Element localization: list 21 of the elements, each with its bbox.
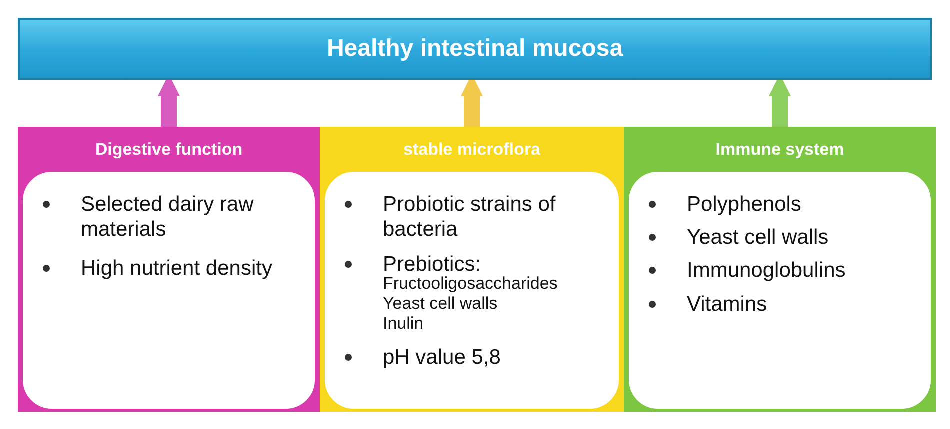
bullet-item: Vitamins [687,292,917,317]
sub-item-text: Inulin [383,314,425,335]
category-panel [624,127,936,412]
bullet-item: Polyphenols [687,192,917,218]
panel-title: Digestive function [94,139,244,161]
category-panel [320,127,624,412]
bullet-item: pH value 5,8 [383,344,605,370]
category-panel [18,127,320,412]
bullet-item: Immunoglobulins [687,258,917,284]
header-bar [18,18,932,80]
content-card [628,171,932,410]
content-card [22,171,316,410]
bullet-item: Selected dairy raw materials [81,192,301,242]
header-title: Healthy intestinal mucosa [326,35,624,63]
panel-title: Immune system [714,139,846,161]
bullet-item: Yeast cell walls [687,225,917,250]
bullet-item: High nutrient density [81,256,301,282]
panel-title: stable microflora [402,139,542,161]
content-card [324,171,620,410]
bullet-item: Probiotic strains of bacteria [383,192,605,242]
sub-item-text: Yeast cell walls [383,294,499,314]
